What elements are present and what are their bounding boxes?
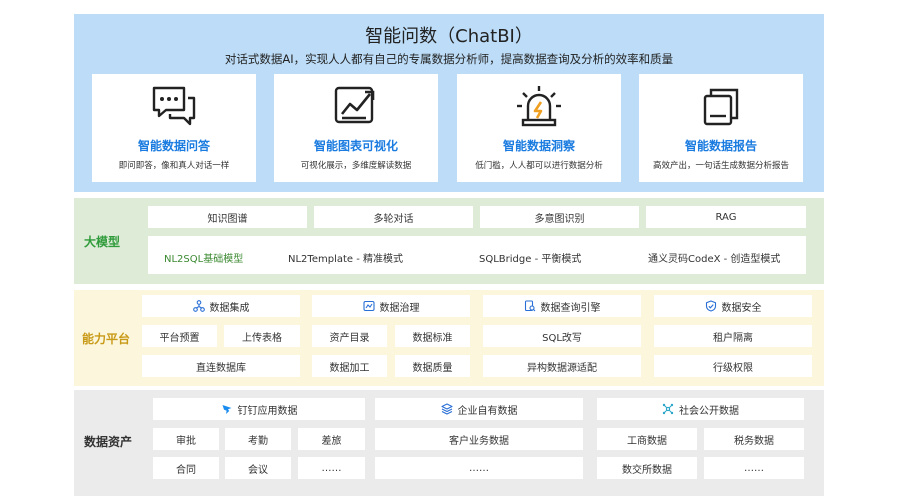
page-title: 智能问数（ChatBI） <box>365 26 533 47</box>
integration-icon <box>192 300 205 312</box>
asset-item: …… <box>375 457 583 479</box>
capability-header-governance: 数据治理 <box>312 295 470 317</box>
band-label-capability: 能力平台 <box>82 332 131 346</box>
asset-item: 会议 <box>225 457 291 479</box>
query-engine-icon <box>524 300 535 312</box>
page-subtitle: 对话式数据AI，实现人人都有自己的专属数据分析师，提高数据查询及分析的效率和质量 <box>224 52 674 66</box>
asset-item: 审批 <box>153 428 219 450</box>
layers-icon <box>440 403 453 415</box>
capability-item: 上传表格 <box>224 325 300 347</box>
asset-item: 差旅 <box>298 428 365 450</box>
capability-item: 数据加工 <box>312 355 387 377</box>
model-item: 知识图谱 <box>148 206 307 228</box>
asset-item: 税务数据 <box>704 428 804 450</box>
asset-header-dingtalk: 钉钉应用数据 <box>153 398 365 420</box>
report-stack-icon <box>703 88 739 126</box>
asset-item: …… <box>298 457 365 479</box>
model-strategy-row <box>148 236 806 274</box>
capability-item: 租户隔离 <box>654 325 812 347</box>
capability-header-integration: 数据集成 <box>142 295 300 317</box>
feature-desc: 可视化展示，多维度解读数据 <box>300 161 412 171</box>
asset-header-label: 钉钉应用数据 <box>237 405 298 417</box>
security-icon <box>705 300 716 312</box>
network-icon <box>662 403 674 415</box>
large-model-band: 大模型 知识图谱 多轮对话 多意图识别 RAG NL2SQL基础模型 NL2Te… <box>74 198 824 284</box>
capability-header-label: 数据治理 <box>379 302 420 314</box>
model-item: 多意图识别 <box>480 206 639 228</box>
capability-item: 平台预置 <box>142 325 217 347</box>
asset-item: 合同 <box>153 457 219 479</box>
asset-item: 客户业务数据 <box>375 428 583 450</box>
band-label-assets: 数据资产 <box>84 435 133 449</box>
feature-desc: 即问即答，像和真人对话一样 <box>118 161 230 171</box>
capability-item: 直连数据库 <box>142 355 300 377</box>
model-item: 多轮对话 <box>314 206 473 228</box>
asset-header-label: 社会公开数据 <box>679 405 739 417</box>
capability-platform-band: 能力平台 数据集成 平台预置 上传表格 直连数据库 数据治理 资产目录 数据标准… <box>74 290 824 386</box>
asset-item: …… <box>704 457 804 479</box>
capability-item: 数据标准 <box>395 325 470 347</box>
chat-bubbles-icon <box>152 86 196 126</box>
feature-title: 智能图表可视化 <box>313 139 398 153</box>
model-strategy-base: NL2SQL基础模型 <box>164 250 243 265</box>
feature-card-insight: 智能数据洞察 低门槛，人人都可以进行数据分析 <box>457 74 621 182</box>
model-strategy-label: NL2SQL基础模型 <box>164 254 244 265</box>
model-strategy-creative: 通义灵码CodeX - 创造型模式 <box>648 254 781 265</box>
line-chart-icon <box>334 86 375 124</box>
capability-header-label: 数据安全 <box>721 302 762 314</box>
asset-item: 工商数据 <box>597 428 697 450</box>
capability-item: 数据质量 <box>395 355 470 377</box>
asset-item: 数交所数据 <box>597 457 697 479</box>
feature-title: 智能数据洞察 <box>502 139 575 153</box>
band-label-model: 大模型 <box>84 235 121 249</box>
capability-item: 行级权限 <box>654 355 812 377</box>
capability-header-query-engine: 数据查询引擎 <box>483 295 641 317</box>
feature-desc: 高效产出，一句话生成数据分析报告 <box>652 161 789 171</box>
capability-item: 异构数据源适配 <box>483 355 641 377</box>
model-strategy-precise: NL2Template - 精准模式 <box>288 254 404 265</box>
asset-header-enterprise: 企业自有数据 <box>375 398 583 420</box>
feature-title: 智能数据问答 <box>137 139 210 153</box>
feature-title: 智能数据报告 <box>684 139 757 153</box>
asset-header-public: 社会公开数据 <box>597 398 804 420</box>
capability-header-label: 数据集成 <box>209 302 250 314</box>
model-strategy-balanced: SQLBridge - 平衡模式 <box>479 254 582 265</box>
feature-card-report: 智能数据报告 高效产出，一句话生成数据分析报告 <box>639 74 803 182</box>
model-item: RAG <box>646 206 806 228</box>
asset-header-label: 企业自有数据 <box>457 405 518 417</box>
capability-item: 资产目录 <box>312 325 387 347</box>
chatbi-overview-band: 智能问数（ChatBI） 对话式数据AI，实现人人都有自己的专属数据分析师，提高… <box>74 14 824 192</box>
capability-header-security: 数据安全 <box>654 295 812 317</box>
feature-card-qa: 智能数据问答 即问即答，像和真人对话一样 <box>92 74 256 182</box>
dingtalk-icon <box>222 405 231 414</box>
capability-header-label: 数据查询引擎 <box>540 302 601 314</box>
governance-icon <box>362 300 375 312</box>
data-assets-band: 数据资产 钉钉应用数据 审批 考勤 差旅 合同 会议 …… 企业自有数据 客户业… <box>74 390 824 496</box>
feature-card-visualization: 智能图表可视化 可视化展示，多维度解读数据 <box>274 74 438 182</box>
feature-desc: 低门槛，人人都可以进行数据分析 <box>475 161 603 171</box>
asset-item: 考勤 <box>225 428 291 450</box>
alarm-light-icon <box>517 86 561 127</box>
capability-item: SQL改写 <box>483 325 641 347</box>
